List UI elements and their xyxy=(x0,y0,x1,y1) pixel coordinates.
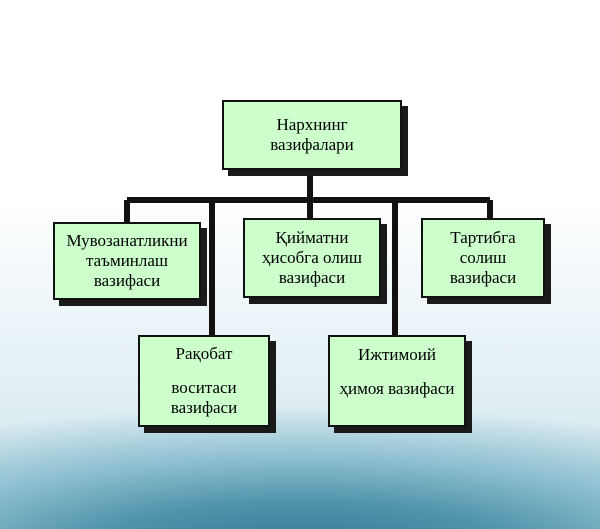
node-social-protection-function: Ижтимоий ҳимоя вазифаси xyxy=(328,335,466,427)
root-node: Нархнинг вазифалари xyxy=(222,100,402,170)
node-balance-function: Мувозанатликни таъминлаш вазифаси xyxy=(53,222,201,300)
node-competition-line-3: вазифаси xyxy=(170,398,238,417)
root-line-1: Нархнинг xyxy=(276,115,348,134)
node-balance-line-3: вазифаси xyxy=(93,271,161,290)
node-regulation-function: Тартибга солиш вазифаси xyxy=(421,218,545,298)
node-social-line-1: Ижтимоий xyxy=(357,345,436,364)
node-regulation-line-2: солиш xyxy=(459,248,507,267)
node-competition-line-2: воситаси xyxy=(171,378,237,397)
node-competition-function: Рақобат воситаси вазифаси xyxy=(138,335,270,427)
node-value-accounting-function: Қийматни ҳисобга олиш вазифаси xyxy=(243,218,381,298)
node-social-line-2: ҳимоя вазифаси xyxy=(339,379,455,398)
node-balance-line-1: Мувозанатликни xyxy=(66,231,188,250)
root-line-2: вазифалари xyxy=(270,135,354,154)
node-competition-line-1: Рақобат xyxy=(175,344,233,363)
node-balance-line-2: таъминлаш xyxy=(85,251,169,270)
node-value-line-2: ҳисобга олиш xyxy=(261,248,362,267)
node-value-line-1: Қийматни xyxy=(275,228,349,247)
node-regulation-line-3: вазифаси xyxy=(449,268,517,287)
node-value-line-3: вазифаси xyxy=(278,268,346,287)
node-regulation-line-1: Тартибга xyxy=(450,228,516,247)
